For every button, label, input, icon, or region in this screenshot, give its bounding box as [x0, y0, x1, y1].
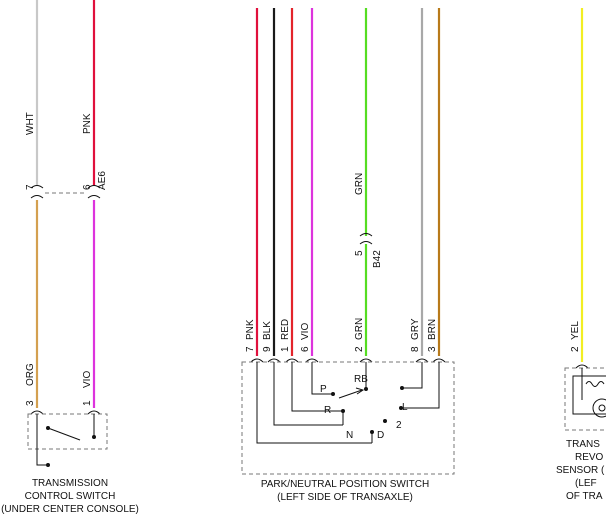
yel-pin-label: 2: [570, 346, 581, 352]
tcs-switch-arm: [47, 427, 81, 441]
trs-gear-hub: [598, 404, 606, 412]
org-wire-label: ORG: [25, 363, 36, 386]
tcs-contact-b: [46, 463, 50, 467]
b42-connector: [359, 233, 373, 245]
trs-caption-line4: (LEF: [575, 478, 597, 489]
trs-gear-icon: [592, 398, 606, 418]
pos-2-label: 2: [396, 420, 402, 431]
tcs-contact-c: [92, 435, 96, 439]
pnp-internal-wiring: [256, 362, 440, 444]
pnp-box: [241, 361, 455, 475]
red-wire-label: RED: [280, 319, 291, 340]
pnk-pin-label: 7: [245, 346, 256, 352]
transmission-control-switch-section: WHT PNK 7 6 AE6 ORG VIO 3 1 TRANSMISSION…: [1, 0, 139, 515]
tcs-caption-line3: (UNDER CENTER CONSOLE): [1, 504, 139, 515]
contact-rb: [364, 387, 368, 391]
pnk-wire-label: PNK: [245, 319, 256, 340]
pos-n-label: N: [346, 430, 353, 441]
b42-pin-label: 5: [354, 250, 365, 256]
pnp-pin-connectors: [250, 358, 446, 363]
blk-wire-label: BLK: [262, 321, 273, 340]
transmission-revolution-sensor-section: 2 YEL TRANS REVO SENSOR ( (LEF OF TRA: [556, 8, 606, 502]
yel-wire-label: YEL: [570, 321, 581, 340]
grn-wire-label: GRN: [354, 318, 365, 340]
tcs-pin-1: [87, 410, 101, 415]
org-pin-label: 3: [25, 400, 36, 406]
contact-2: [399, 406, 403, 410]
pos-d-label: D: [377, 430, 384, 441]
park-neutral-position-switch-section: GRN 5 B42 7 PNK 9 BLK 1 RED 6 VIO 2 GRN …: [241, 8, 455, 503]
brn-wire-label: BRN: [427, 319, 438, 340]
vio-pin-label: 6: [300, 346, 311, 352]
b42-connector-label: B42: [372, 250, 383, 268]
vio-left-pin-label: 1: [82, 400, 93, 406]
pnp-caption-line1: PARK/NEUTRAL POSITION SWITCH: [261, 479, 429, 490]
wht-wire-label: WHT: [25, 112, 36, 135]
vio-left-wire-label: VIO: [82, 371, 93, 388]
pnp-switch-arrow: [355, 387, 365, 395]
contact-r: [341, 409, 345, 413]
brn-pin-label: 3: [427, 346, 438, 352]
trs-caption-line3: SENSOR (: [556, 465, 605, 476]
red-pin-label: 1: [280, 346, 291, 352]
contact-l: [400, 386, 404, 390]
trs-caption-line2: REVO: [575, 452, 604, 463]
ae6-connector-label: AE6: [97, 171, 108, 190]
grn-top-wire-label: GRN: [354, 173, 365, 195]
pnk-top-wire-label: PNK: [82, 113, 93, 134]
pos-p-label: P: [320, 384, 327, 395]
tcs-pin-3: [30, 410, 44, 415]
gry-pin-label: 8: [410, 346, 421, 352]
tcs-internal-wiring: [36, 414, 95, 466]
blk-pin-label: 9: [262, 346, 273, 352]
pos-r-label: R: [324, 405, 331, 416]
pos-rb-label: RB: [354, 374, 368, 385]
trs-caption-line1: TRANS: [566, 439, 600, 450]
contact-p: [331, 392, 335, 396]
contact-common: [383, 419, 387, 423]
pnp-caption-line2: (LEFT SIDE OF TRANSAXLE): [277, 492, 413, 503]
pos-l-label: L: [402, 402, 408, 413]
ae6-right-pin-label: 6: [82, 184, 93, 190]
ae6-connector-left: [30, 185, 44, 199]
tcs-caption-line1: TRANSMISSION: [32, 478, 108, 489]
grn-pin-label: 2: [354, 346, 365, 352]
ae6-left-pin-label: 7: [25, 184, 36, 190]
vio-wire-label: VIO: [300, 323, 311, 340]
trs-coil: [585, 381, 605, 387]
gry-wire-label: GRY: [410, 318, 421, 340]
trs-pin-connector: [575, 364, 589, 369]
tcs-caption-line2: CONTROL SWITCH: [25, 491, 116, 502]
contact-n: [370, 430, 374, 434]
ae6-connector-right: [87, 185, 101, 199]
pnp-switch-arm: [338, 389, 363, 399]
trs-sensor-body: [572, 375, 606, 415]
trs-caption-line5: OF TRA: [566, 491, 603, 502]
tcs-box: [27, 413, 108, 450]
trs-box: [564, 367, 606, 431]
